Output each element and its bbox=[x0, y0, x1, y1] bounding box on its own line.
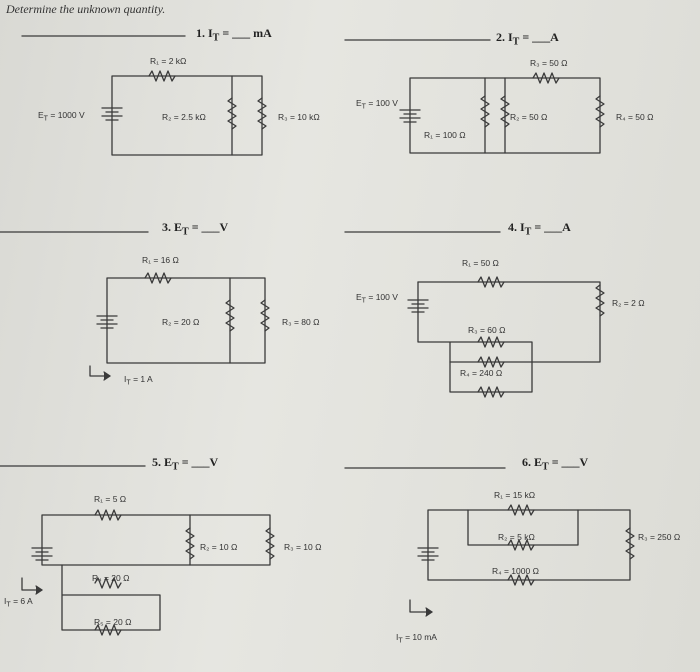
label-r2: R₂ = 5 kΩ bbox=[498, 532, 535, 542]
label-r4: R₄ = 50 Ω bbox=[616, 112, 654, 122]
label-r1: R₁ = 5 Ω bbox=[94, 494, 127, 504]
label-current: IT = 1 A bbox=[124, 374, 153, 387]
battery-2 bbox=[399, 109, 421, 123]
label-r3: R₃ = 80 Ω bbox=[282, 317, 320, 327]
worksheet-header: Determine the unknown quantity. bbox=[6, 2, 166, 16]
label-r2: R₂ = 10 Ω bbox=[200, 542, 238, 552]
label-r3: R₃ = 10 Ω bbox=[284, 542, 322, 552]
battery-3 bbox=[96, 315, 118, 329]
battery-4 bbox=[407, 299, 429, 313]
label-r5: R₅ = 20 Ω bbox=[94, 617, 132, 627]
question-6: 6. ET = ___V bbox=[522, 455, 589, 473]
circuit-5 bbox=[21, 509, 275, 636]
label-r1: R₁ = 50 Ω bbox=[462, 258, 499, 268]
battery-6 bbox=[417, 547, 439, 561]
label-r3: R₃ = 60 Ω bbox=[468, 325, 506, 335]
label-r1: R₁ = 15 kΩ bbox=[494, 490, 536, 500]
label-r4: R₄ = 1000 Ω bbox=[492, 566, 539, 576]
label-r1: R₁ = 2 kΩ bbox=[150, 56, 187, 66]
question-2: 2. IT = ___A bbox=[496, 30, 559, 48]
label-r3: R₃ = 10 kΩ bbox=[278, 112, 320, 122]
battery-5 bbox=[31, 547, 53, 561]
label-current: IT = 10 mA bbox=[396, 632, 437, 645]
label-r1: R₁ = 16 Ω bbox=[142, 255, 179, 265]
circuit-2 bbox=[399, 72, 605, 154]
label-r4: R₄ = 20 Ω bbox=[92, 573, 130, 583]
circuit-1 bbox=[101, 70, 267, 156]
circuit-3 bbox=[89, 272, 270, 381]
label-r3: R₃ = 50 Ω bbox=[530, 58, 568, 68]
label-source: ET = 100 V bbox=[356, 98, 398, 111]
current-arrow-6 bbox=[409, 599, 433, 613]
label-current: IT = 6 A bbox=[4, 596, 33, 609]
label-r2: R₂ = 50 Ω bbox=[510, 112, 548, 122]
label-source: ET = 1000 V bbox=[38, 110, 85, 123]
question-5: 5. ET = ___V bbox=[152, 455, 219, 473]
question-4: 4. IT = ___A bbox=[508, 220, 571, 238]
question-1: 1. IT = ___ mA bbox=[196, 26, 272, 44]
circuit-4 bbox=[407, 276, 605, 398]
label-r2: R₂ = 2 Ω bbox=[612, 298, 645, 308]
question-3: 3. ET = ___V bbox=[162, 220, 229, 238]
current-arrow-5 bbox=[21, 577, 43, 591]
label-r4: R₄ = 240 Ω bbox=[460, 368, 503, 378]
battery-1 bbox=[101, 107, 123, 121]
label-r2: R₂ = 20 Ω bbox=[162, 317, 200, 327]
circuit-6 bbox=[409, 504, 635, 617]
label-r1: R₁ = 100 Ω bbox=[424, 130, 466, 140]
current-arrow-3 bbox=[89, 365, 111, 377]
label-r3: R₃ = 250 Ω bbox=[638, 532, 681, 542]
label-r2: R₂ = 2.5 kΩ bbox=[162, 112, 206, 122]
label-source: ET = 100 V bbox=[356, 292, 398, 305]
